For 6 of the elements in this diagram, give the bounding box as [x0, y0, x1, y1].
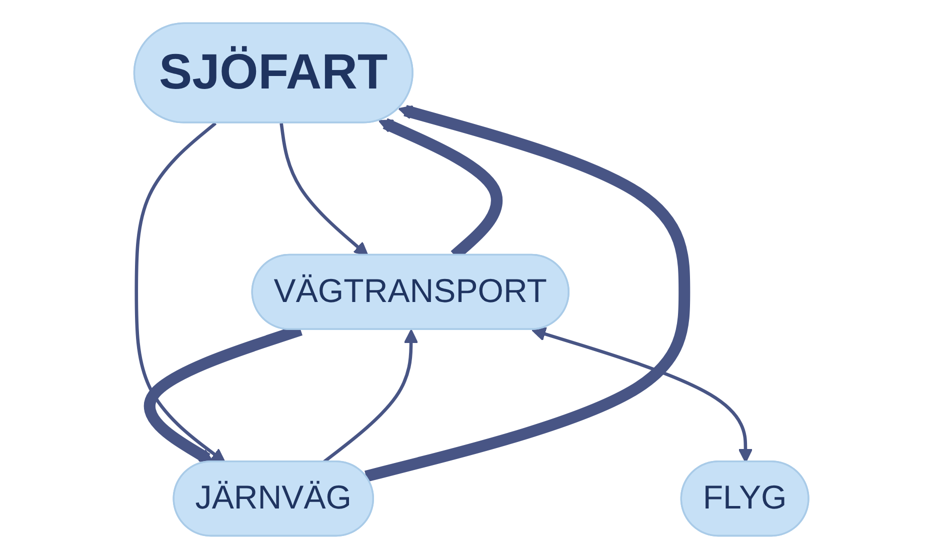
- arrow: [322, 329, 418, 464]
- arrow: [134, 122, 226, 463]
- arrow: [364, 104, 690, 482]
- arrow: [532, 327, 753, 463]
- transport-diagram: SJÖFART VÄGTRANSPORT JÄRNVÄG FLYG: [121, 10, 822, 549]
- arrow: [280, 123, 369, 256]
